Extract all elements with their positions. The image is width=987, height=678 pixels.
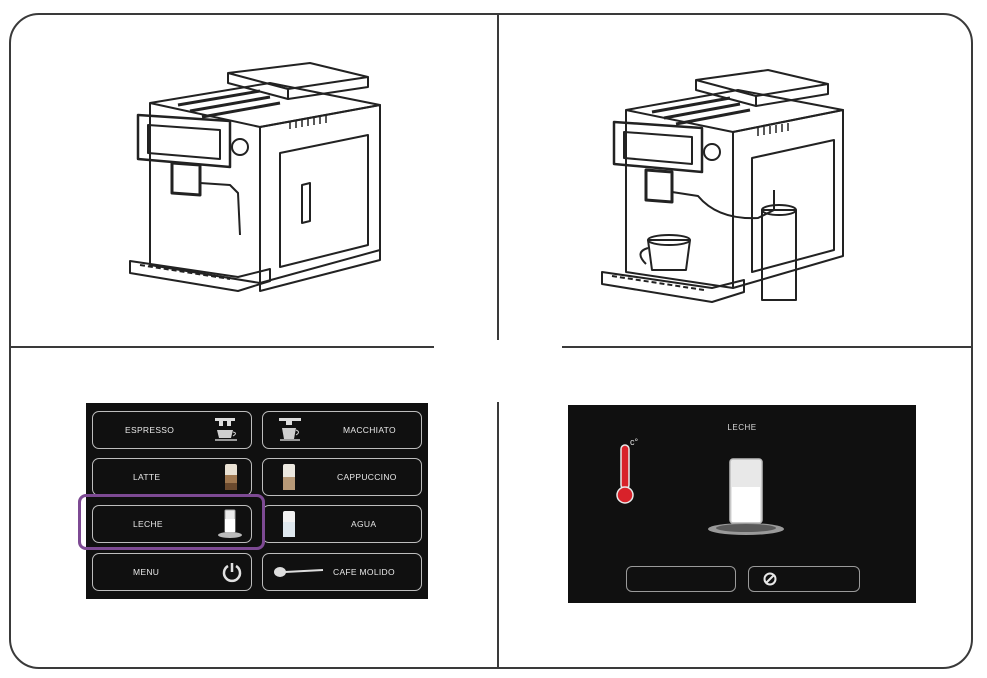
macchiato-cup-icon (279, 418, 301, 441)
menu-label: MENU (133, 567, 160, 577)
divider-vertical-bottom (497, 402, 499, 668)
leche-selection-highlight (78, 494, 265, 550)
divider-horizontal-left (10, 346, 434, 348)
milk-status-touch-screen: LECHE c° (568, 405, 916, 603)
espresso-label: ESPRESSO (125, 425, 175, 435)
menu-button[interactable]: MENU (92, 553, 252, 591)
cancel-icon (763, 572, 777, 586)
thermometer-icon (616, 444, 634, 504)
temperature-unit: c° (630, 437, 639, 447)
agua-label: AGUA (351, 519, 377, 529)
leche-label: LECHE (133, 519, 163, 529)
milk-glass-icon (218, 509, 242, 538)
start-button[interactable] (626, 566, 736, 592)
macchiato-label: MACCHIATO (343, 425, 396, 435)
latte-glass-icon (225, 464, 237, 490)
power-icon (222, 563, 242, 583)
divider-horizontal-right (562, 346, 972, 348)
status-title: LECHE (727, 423, 757, 432)
coffee-machine-with-cup-and-milk-container-icon (601, 69, 844, 303)
milk-glass-icon (708, 458, 784, 535)
espresso-button[interactable]: ESPRESSO (92, 411, 252, 449)
cancel-button[interactable] (748, 566, 860, 592)
cafe-molido-button[interactable]: CAFE MOLIDO (262, 553, 422, 591)
espresso-cup-icon (215, 418, 237, 441)
cappuccino-label: CAPPUCCINO (337, 472, 397, 482)
divider-vertical-top (497, 14, 499, 340)
water-glass-icon (283, 511, 295, 537)
coffee-machine-with-milk-tube-icon (129, 62, 381, 292)
latte-button[interactable]: LATTE (92, 458, 252, 496)
leche-button[interactable]: LECHE (92, 505, 252, 543)
scoop-icon (274, 567, 324, 577)
macchiato-button[interactable]: MACCHIATO (262, 411, 422, 449)
latte-label: LATTE (133, 472, 161, 482)
agua-button[interactable]: AGUA (262, 505, 422, 543)
cappuccino-glass-icon (283, 464, 295, 490)
cappuccino-button[interactable]: CAPPUCCINO (262, 458, 422, 496)
cafe-molido-label: CAFE MOLIDO (333, 567, 395, 577)
